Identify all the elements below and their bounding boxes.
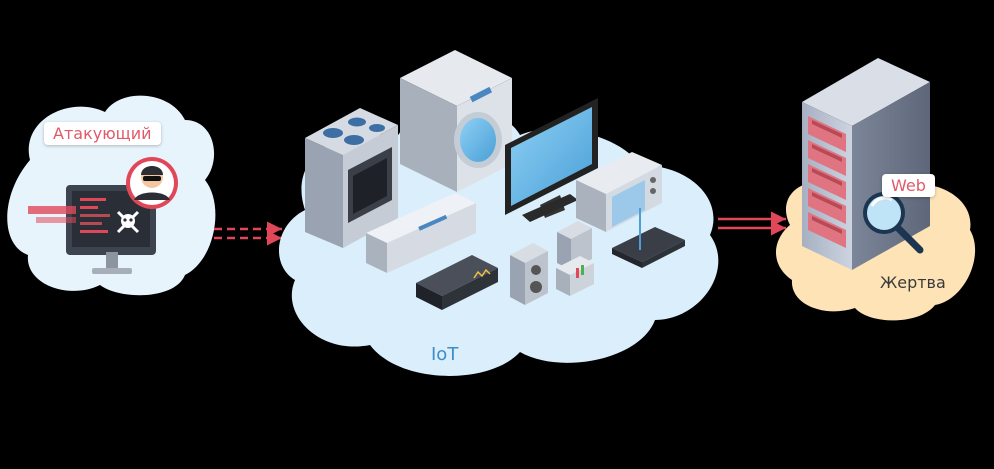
router-icon	[612, 208, 685, 268]
speakers-icon	[510, 221, 594, 305]
web-label: Web	[882, 174, 935, 197]
washing-machine-icon	[400, 50, 512, 192]
victim-label: Жертва	[880, 273, 946, 292]
tv-icon	[505, 98, 598, 222]
receiver-icon	[416, 255, 498, 310]
stove-icon	[305, 108, 398, 248]
hacker-avatar-icon	[126, 157, 178, 209]
attacker-label: Атакующий	[44, 122, 161, 145]
magnifier-icon	[863, 192, 924, 254]
attack-arrows-right	[718, 211, 786, 236]
microwave-icon	[576, 152, 662, 232]
air-conditioner-icon	[366, 193, 476, 273]
attack-arrows-left	[214, 221, 282, 246]
iot-label: IoT	[431, 344, 459, 365]
skull-crossbones-icon	[116, 210, 140, 234]
